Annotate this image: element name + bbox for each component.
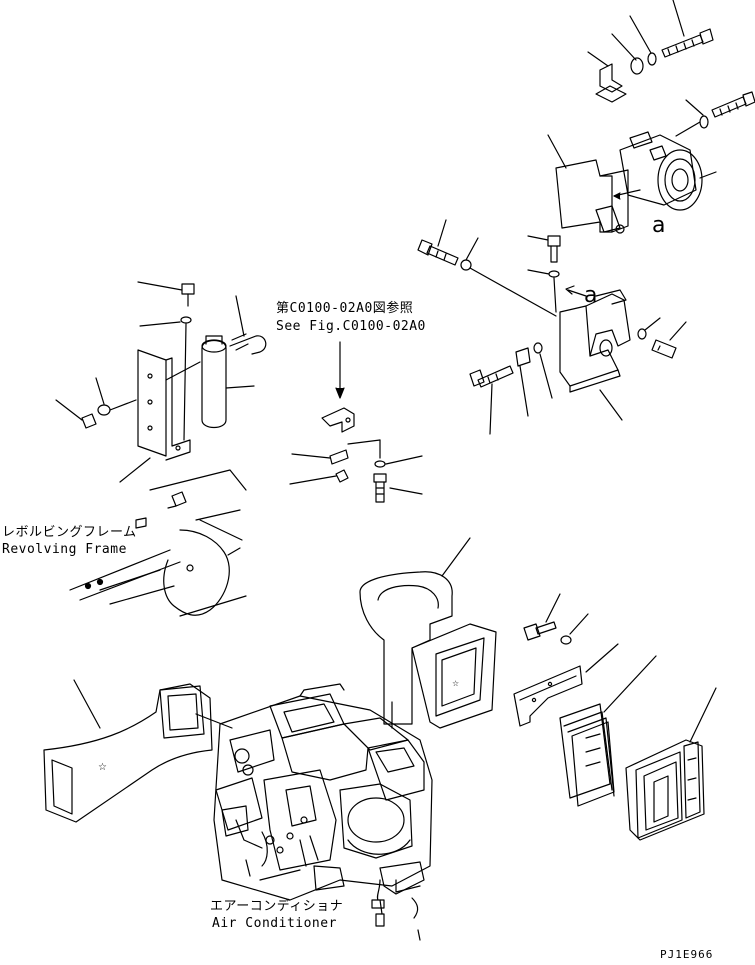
washer — [637, 328, 647, 340]
svg-text:☆: ☆ — [452, 679, 459, 688]
air-conditioner-unit — [213, 683, 433, 941]
air-duct-center: ☆ — [359, 537, 497, 729]
bolt-head — [181, 283, 195, 295]
clip — [599, 63, 623, 93]
washer — [699, 115, 709, 129]
washer — [374, 460, 386, 468]
filter-assembly — [513, 593, 717, 841]
bolt-vertical — [547, 235, 561, 263]
washer — [548, 270, 560, 278]
small-bracket-group — [289, 341, 423, 503]
air-conditioner-label-jp: エアーコンディショナ — [210, 899, 344, 914]
mounting-bracket — [559, 289, 631, 393]
revolving-frame — [69, 469, 247, 617]
air-conditioner-label-en: Air Conditioner — [212, 916, 337, 931]
washer — [533, 342, 543, 354]
washer — [180, 316, 192, 324]
bolt-vertical — [373, 473, 387, 503]
filter-cover — [625, 739, 705, 841]
nut — [515, 347, 531, 367]
compressor — [619, 131, 717, 211]
receiver-assembly — [55, 281, 267, 617]
nut — [630, 57, 644, 75]
bolt-bracket-left — [417, 239, 459, 266]
bolt-top — [661, 28, 714, 58]
compressor-assembly: a a — [417, 0, 755, 435]
bolt-right — [711, 91, 755, 118]
bolt-short — [651, 339, 677, 359]
bolt-filter — [523, 621, 557, 641]
washer — [460, 259, 472, 271]
bracket — [321, 407, 355, 433]
washer — [560, 635, 572, 645]
air-filter — [559, 703, 615, 807]
reference-label-en: See Fig.C0100-02A0 — [276, 319, 426, 334]
drawing-number: PJ1E966 — [660, 948, 714, 961]
bracket-plate — [137, 349, 201, 461]
bolt — [329, 449, 349, 465]
connector — [371, 899, 385, 909]
reference-label-jp: 第C0100-02A0図参照 — [276, 301, 414, 316]
air-duct-left: ☆ — [43, 679, 233, 823]
bolt-long — [469, 365, 514, 388]
washer — [647, 52, 657, 66]
marker-a-upper: a — [652, 213, 665, 238]
washer — [97, 404, 111, 416]
revolving-frame-label-en: Revolving Frame — [2, 542, 127, 557]
svg-text:☆: ☆ — [98, 762, 107, 773]
revolving-frame-label-jp: レボルビングフレーム — [2, 525, 137, 540]
receiver-drier — [201, 335, 255, 429]
u-bolt — [229, 333, 267, 355]
nut — [81, 413, 97, 429]
filter-frame — [513, 665, 583, 727]
compressor-bracket — [555, 159, 629, 234]
nut — [335, 469, 349, 483]
